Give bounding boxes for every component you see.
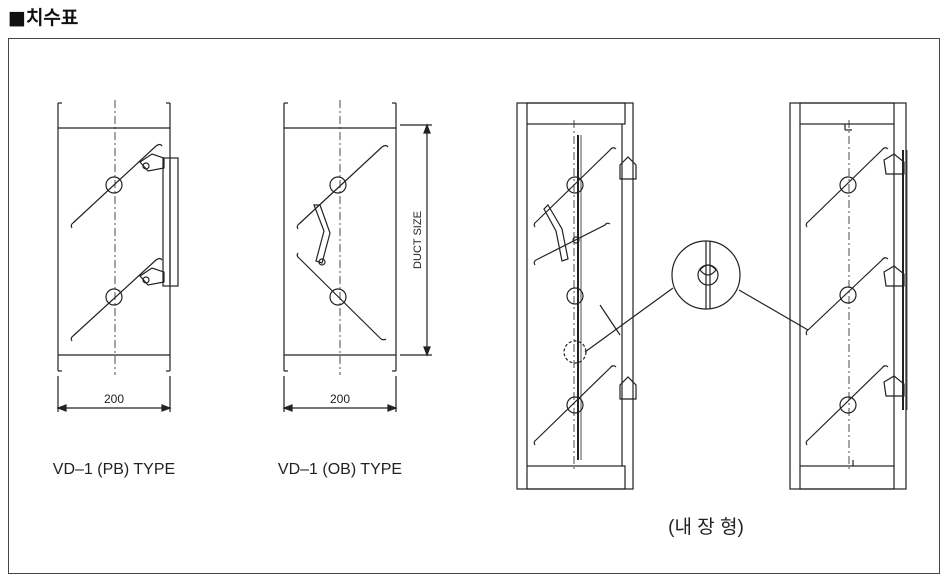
internal-damper-right — [789, 102, 908, 490]
ob-type-caption: VD–1 (OB) TYPE — [278, 461, 402, 478]
drawing-frame — [8, 38, 940, 574]
page-title: ■치수표 — [8, 7, 79, 29]
internal-type-caption: (내 장 형) — [668, 516, 744, 538]
detail-callout — [584, 240, 809, 353]
pb-type-caption: VD–1 (PB) TYPE — [53, 461, 175, 478]
duct-size-label: DUCT SIZE — [412, 211, 424, 269]
internal-damper-left — [516, 102, 637, 490]
ob-dimension-label: 200 — [330, 392, 350, 406]
ob-damper-drawing — [282, 100, 432, 412]
pb-dimension-label: 200 — [104, 392, 124, 406]
pb-damper-drawing — [56, 100, 179, 412]
